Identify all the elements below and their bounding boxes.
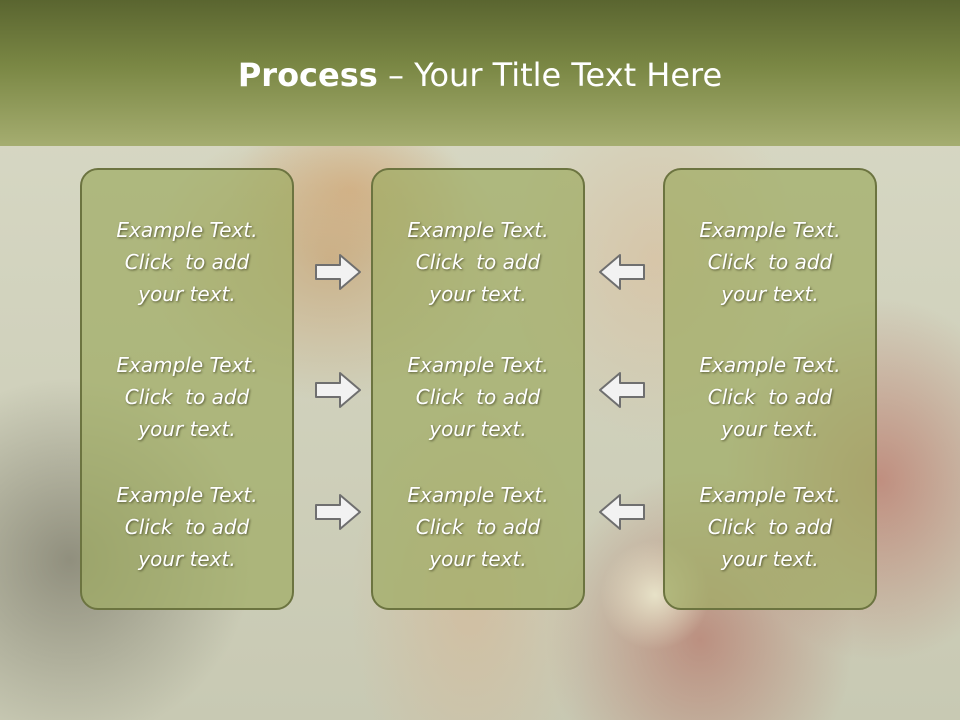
slide-title[interactable]: Process – Your Title Text Here [0, 50, 960, 100]
arrow-right-icon [315, 494, 361, 530]
slide-title-rest: – Your Title Text Here [377, 56, 723, 94]
text-line: your text. [429, 417, 527, 441]
text-line: Example Text. [116, 483, 258, 507]
text-block[interactable]: Example Text. Click to add your text. [373, 214, 583, 310]
text-line: Example Text. [699, 483, 841, 507]
text-line: Example Text. [407, 218, 549, 242]
text-line: Click to add [124, 515, 250, 539]
arrow-left-icon [599, 372, 645, 408]
text-block[interactable]: Example Text. Click to add your text. [373, 349, 583, 445]
text-line: Example Text. [699, 218, 841, 242]
arrow-right-icon [315, 372, 361, 408]
text-block[interactable]: Example Text. Click to add your text. [373, 479, 583, 575]
text-block[interactable]: Example Text. Click to add your text. [82, 349, 292, 445]
process-column-right[interactable]: Example Text. Click to add your text. Ex… [663, 168, 877, 610]
text-line: Click to add [415, 515, 541, 539]
text-line: your text. [721, 547, 819, 571]
text-line: Example Text. [407, 483, 549, 507]
text-line: your text. [429, 282, 527, 306]
text-block[interactable]: Example Text. Click to add your text. [665, 349, 875, 445]
text-line: your text. [138, 417, 236, 441]
arrow-right-icon [315, 254, 361, 290]
text-line: your text. [721, 417, 819, 441]
text-line: your text. [138, 547, 236, 571]
text-line: Click to add [124, 385, 250, 409]
text-line: Click to add [707, 385, 833, 409]
text-line: Example Text. [699, 353, 841, 377]
process-column-center[interactable]: Example Text. Click to add your text. Ex… [371, 168, 585, 610]
text-block[interactable]: Example Text. Click to add your text. [82, 214, 292, 310]
arrow-left-icon [599, 254, 645, 290]
text-line: Click to add [707, 250, 833, 274]
text-line: Click to add [707, 515, 833, 539]
text-line: Example Text. [407, 353, 549, 377]
text-line: Example Text. [116, 353, 258, 377]
text-line: Click to add [124, 250, 250, 274]
text-block[interactable]: Example Text. Click to add your text. [665, 214, 875, 310]
text-line: your text. [721, 282, 819, 306]
text-line: Example Text. [116, 218, 258, 242]
slide-title-strong: Process [237, 56, 378, 94]
title-bar: Process – Your Title Text Here [0, 0, 960, 146]
text-line: Click to add [415, 250, 541, 274]
process-column-left[interactable]: Example Text. Click to add your text. Ex… [80, 168, 294, 610]
text-block[interactable]: Example Text. Click to add your text. [82, 479, 292, 575]
text-line: your text. [138, 282, 236, 306]
text-line: your text. [429, 547, 527, 571]
text-line: Click to add [415, 385, 541, 409]
text-block[interactable]: Example Text. Click to add your text. [665, 479, 875, 575]
arrow-left-icon [599, 494, 645, 530]
